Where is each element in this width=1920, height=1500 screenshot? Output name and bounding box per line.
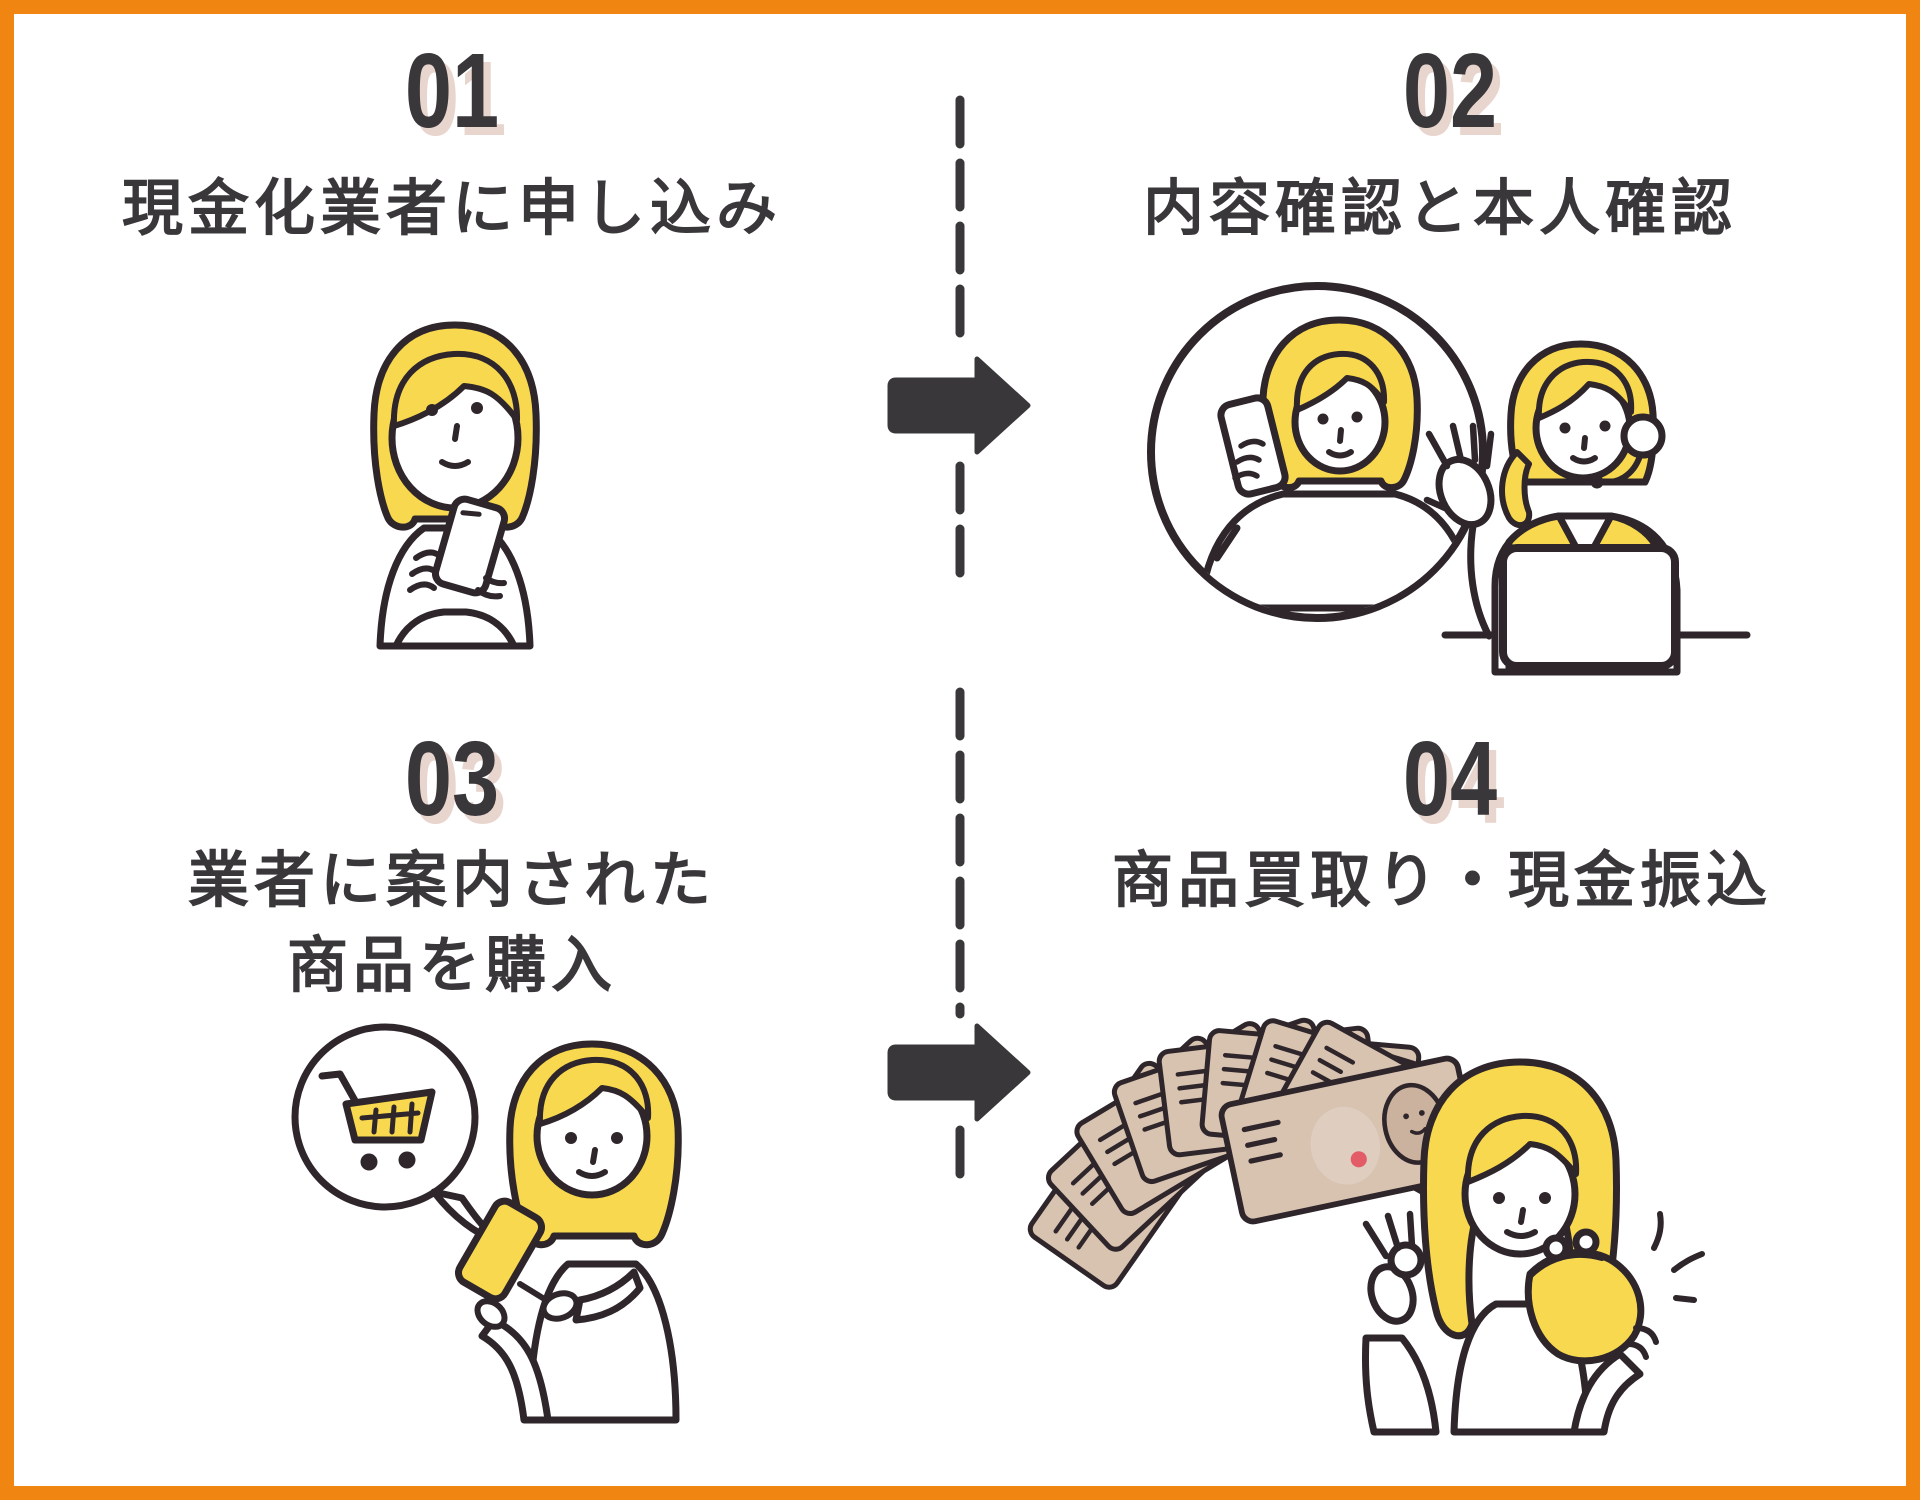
woman-avatar: [455, 1040, 682, 1424]
pointing-hand-icon: [540, 1290, 580, 1322]
ok-hand-icon: [1361, 1210, 1440, 1436]
cash-payout-illustration: [1068, 1008, 1705, 1436]
arrow-right-icon: [887, 1023, 1031, 1122]
banknote-fan: [1026, 1018, 1507, 1292]
waving-hand-icon: [1423, 422, 1495, 640]
step-title-line-2: 商品を購入: [286, 931, 617, 999]
coin-purse-icon: [1524, 1228, 1645, 1365]
headset-icon: [1590, 413, 1666, 489]
arrow-right-icon: [887, 356, 1031, 455]
step-title: 内容確認と本人確認: [1142, 174, 1737, 242]
step-title-line-1: 業者に案内された: [187, 846, 716, 914]
identity-check-call-illustration: [1147, 282, 1751, 676]
step-number: 04: [1402, 720, 1498, 838]
step-number: 03: [404, 720, 500, 838]
smartphone-icon: [1217, 394, 1289, 498]
woman-using-smartphone-illustration: [370, 321, 540, 650]
front-banknote: [1219, 1056, 1480, 1223]
woman-avatar: [370, 321, 540, 650]
operator-avatar: [1423, 340, 1751, 676]
step-number: 02: [1402, 32, 1498, 150]
smartphone-icon: [431, 495, 509, 597]
purchase-product-illustration: [291, 1023, 682, 1424]
step-title: 商品買取り・現金振込: [1111, 846, 1772, 914]
smartphone-icon: [455, 1197, 545, 1303]
shopping-cart-icon: [318, 1070, 436, 1171]
caller-avatar: [1197, 316, 1477, 612]
sparkle-icon: [1651, 1211, 1705, 1303]
woman-avatar: [1361, 1058, 1705, 1436]
step-number: 01: [404, 32, 500, 150]
laptop-icon: [1499, 544, 1679, 670]
step-title: 現金化業者に申し込み: [121, 174, 782, 242]
